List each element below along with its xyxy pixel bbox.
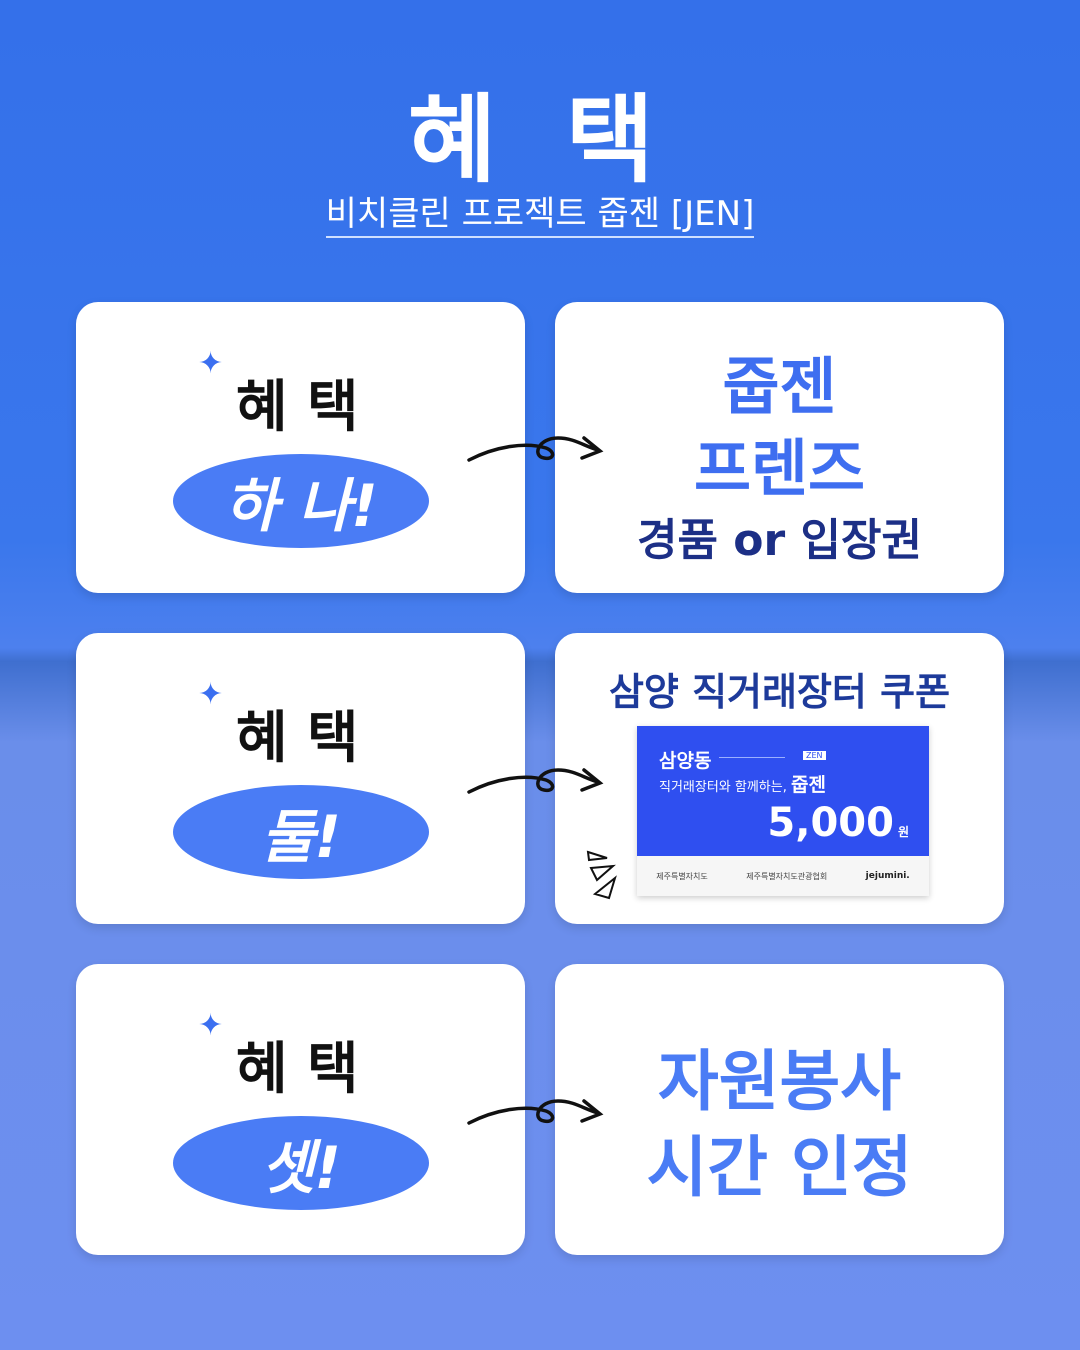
sponsor-logo: 제주특별자치도관광협회 [746, 871, 828, 881]
benefit-2-card: ✦ 혜 택 둘! [76, 633, 525, 924]
coupon-line-wrap: 직거래장터와 함께하는, 줍젠 [659, 770, 826, 797]
sponsor-logo: 제주특별자치도 [656, 871, 708, 881]
benefit-3-card: ✦ 혜 택 셋! [76, 964, 525, 1255]
benefit-3-detail-card: 자원봉사 시간 인정 [555, 964, 1004, 1255]
page-title: 혜 택 [407, 84, 673, 196]
sparkle-icon: ✦ [198, 1008, 224, 1043]
detail-line: 프렌즈 [693, 432, 866, 505]
benefit-badge: 셋! [173, 1116, 429, 1210]
sparkle-icon: ✦ [198, 677, 224, 712]
curly-arrow-icon [467, 1099, 604, 1125]
benefit-2-detail-card: 삼양 직거래장터 쿠폰 삼양동 ZEN 직거래장터와 함께하는, 줍젠 5,00… [555, 633, 1004, 924]
coupon-tag: ZEN [803, 751, 826, 760]
benefit-heading: 혜 택 [236, 706, 359, 771]
benefit-1-card: ✦ 혜 택 하 나! [76, 302, 525, 593]
curly-arrow-icon [467, 436, 604, 462]
coupon-unit: 원 [897, 825, 909, 839]
sparkle-icon: ✦ [198, 346, 224, 381]
detail-line: 자원봉사 [658, 1043, 901, 1120]
sponsor-logo: jejumini. [865, 871, 910, 881]
coupon-place: 삼양동 [659, 750, 712, 772]
benefit-badge: 둘! [173, 785, 429, 879]
detail-line: 시간 인정 [646, 1129, 913, 1206]
subtitle: 비치클린 프로젝트 줍젠 [JEN] [0, 186, 1080, 238]
detail-line: 경품 or 입장권 [637, 515, 922, 566]
detail-line: 줍젠 [722, 350, 837, 423]
coupon-amount: 5,000 [767, 800, 894, 846]
coupon-line: 직거래장터와 함께하는, [659, 780, 787, 795]
benefit-1-detail-card: 줍젠 프렌즈 경품 or 입장권 [555, 302, 1004, 593]
coupon-brand: 줍젠 [791, 774, 826, 796]
curly-arrow-icon [467, 768, 604, 794]
subtitle-text: 비치클린 프로젝트 줍젠 [JEN] [325, 194, 755, 238]
detail-title: 삼양 직거래장터 쿠폰 [608, 670, 951, 714]
benefit-heading: 혜 택 [236, 1037, 359, 1102]
benefit-heading: 혜 택 [236, 375, 359, 440]
benefit-badge: 하 나! [173, 454, 429, 548]
doodle-triangles-icon [586, 850, 617, 900]
